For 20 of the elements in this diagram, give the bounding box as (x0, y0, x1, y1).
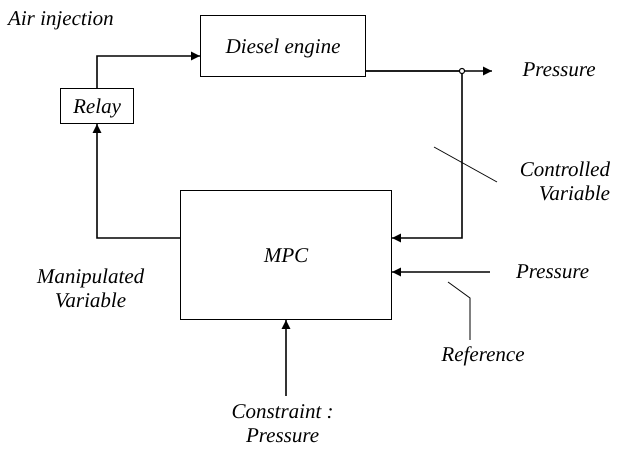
box-text: Relay (73, 94, 121, 118)
signal-label: Reference (441, 342, 525, 366)
arrow (366, 70, 463, 242)
box-text: MPC (264, 242, 308, 268)
box-text: Diesel engine (226, 34, 340, 58)
arrow (282, 320, 290, 396)
input-label: Air injection (8, 6, 114, 30)
process-box (200, 15, 366, 77)
signal-label: Manipulated Variable (36, 264, 146, 312)
arrow (92, 124, 180, 239)
arrow (96, 52, 200, 88)
leader-line (448, 282, 470, 340)
signal-label: Controlled Variable (518, 156, 610, 206)
arrow (392, 268, 490, 276)
signal-label: Constraint : Pressure (230, 398, 335, 448)
signal-label: Pressure (522, 56, 596, 82)
leader-line (434, 146, 498, 182)
controller-box (180, 190, 392, 320)
process-box (60, 88, 134, 124)
signal-label: Pressure (516, 258, 590, 284)
